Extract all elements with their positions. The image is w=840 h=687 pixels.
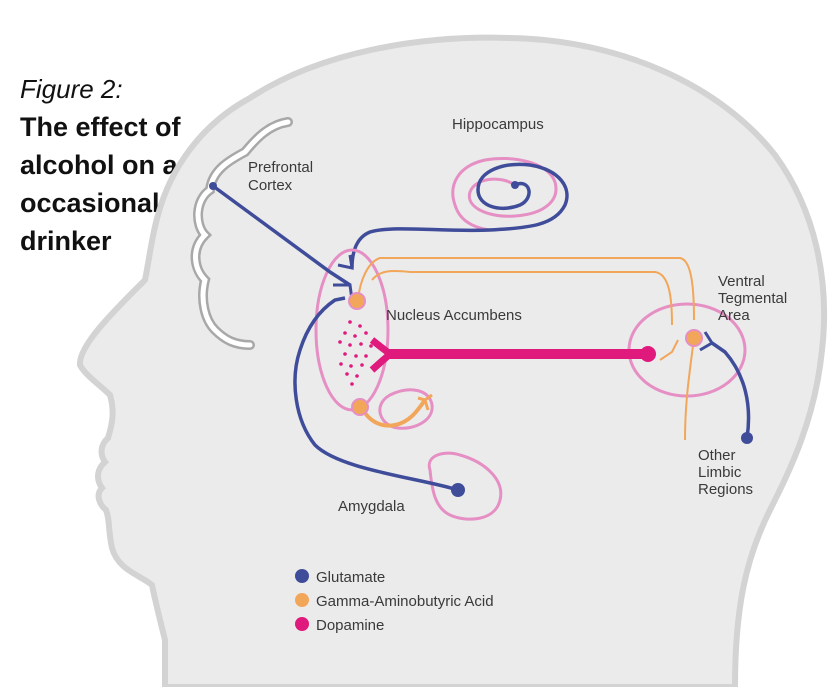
amygdala-terminal <box>451 483 465 497</box>
label-vta-2: Tegmental <box>718 290 787 307</box>
figure-number: Figure 2: <box>20 74 123 104</box>
figure-title: Figure 2: The effect of alcohol on an oc… <box>20 70 205 260</box>
hippocampus-spiral <box>451 156 558 232</box>
dopamine-dots <box>338 320 373 386</box>
amygdala-outline <box>427 451 503 521</box>
legend: Glutamate Gamma-Aminobutyric Acid Dopami… <box>295 569 494 634</box>
legend-swatch-glutamate <box>295 569 309 583</box>
glutamate-limbic-path <box>711 341 751 439</box>
gaba-path-low <box>684 337 695 441</box>
inner-region-outline <box>378 388 434 430</box>
label-prefrontal-1: Prefrontal <box>248 159 313 176</box>
glutamate-synapse-1 <box>337 254 354 270</box>
legend-swatch-dopamine <box>295 617 309 631</box>
label-prefrontal-2: Cortex <box>248 177 293 194</box>
legend-label-dopamine: Dopamine <box>316 617 384 634</box>
glutamate-hippocampus-path <box>350 162 569 269</box>
gaba-na-terminal <box>348 292 366 310</box>
gaba-vta-terminal <box>685 329 703 347</box>
gaba-path-top <box>357 257 695 321</box>
limbic-terminal <box>741 432 753 444</box>
prefrontal-brain-inner <box>193 119 291 348</box>
label-vta-3: Area <box>718 307 750 324</box>
label-amygdala: Amygdala <box>338 498 405 515</box>
label-limbic-1: Other <box>698 447 736 464</box>
label-hippocampus: Hippocampus <box>452 116 544 133</box>
glutamate-prefrontal-path <box>211 184 351 287</box>
glutamate-vta-synapse <box>699 331 715 352</box>
label-vta-1: Ventral <box>718 273 765 290</box>
dopamine-vta-terminal <box>640 346 656 362</box>
hippocampus-terminal <box>511 181 519 189</box>
legend-label-glutamate: Glutamate <box>316 569 385 586</box>
head-silhouette <box>77 34 828 687</box>
glutamate-amygdala-path <box>293 296 459 492</box>
label-nucleus-accumbens: Nucleus Accumbens <box>386 307 522 324</box>
gaba-inner-terminal <box>351 398 369 416</box>
gaba-vta-synapse <box>659 339 679 361</box>
label-limbic-2: Limbic <box>698 464 742 481</box>
legend-label-gaba: Gamma-Aminobutyric Acid <box>316 593 494 610</box>
legend-swatch-gaba <box>295 593 309 607</box>
gaba-inner-path <box>360 398 427 428</box>
figure-caption: The effect of alcohol on an occasional d… <box>20 112 195 256</box>
prefrontal-terminal <box>209 182 217 190</box>
dopamine-synapse <box>369 337 394 373</box>
gaba-inner-synapse <box>417 393 433 411</box>
gaba-path-mid <box>371 270 673 326</box>
label-limbic-3: Regions <box>698 481 753 498</box>
